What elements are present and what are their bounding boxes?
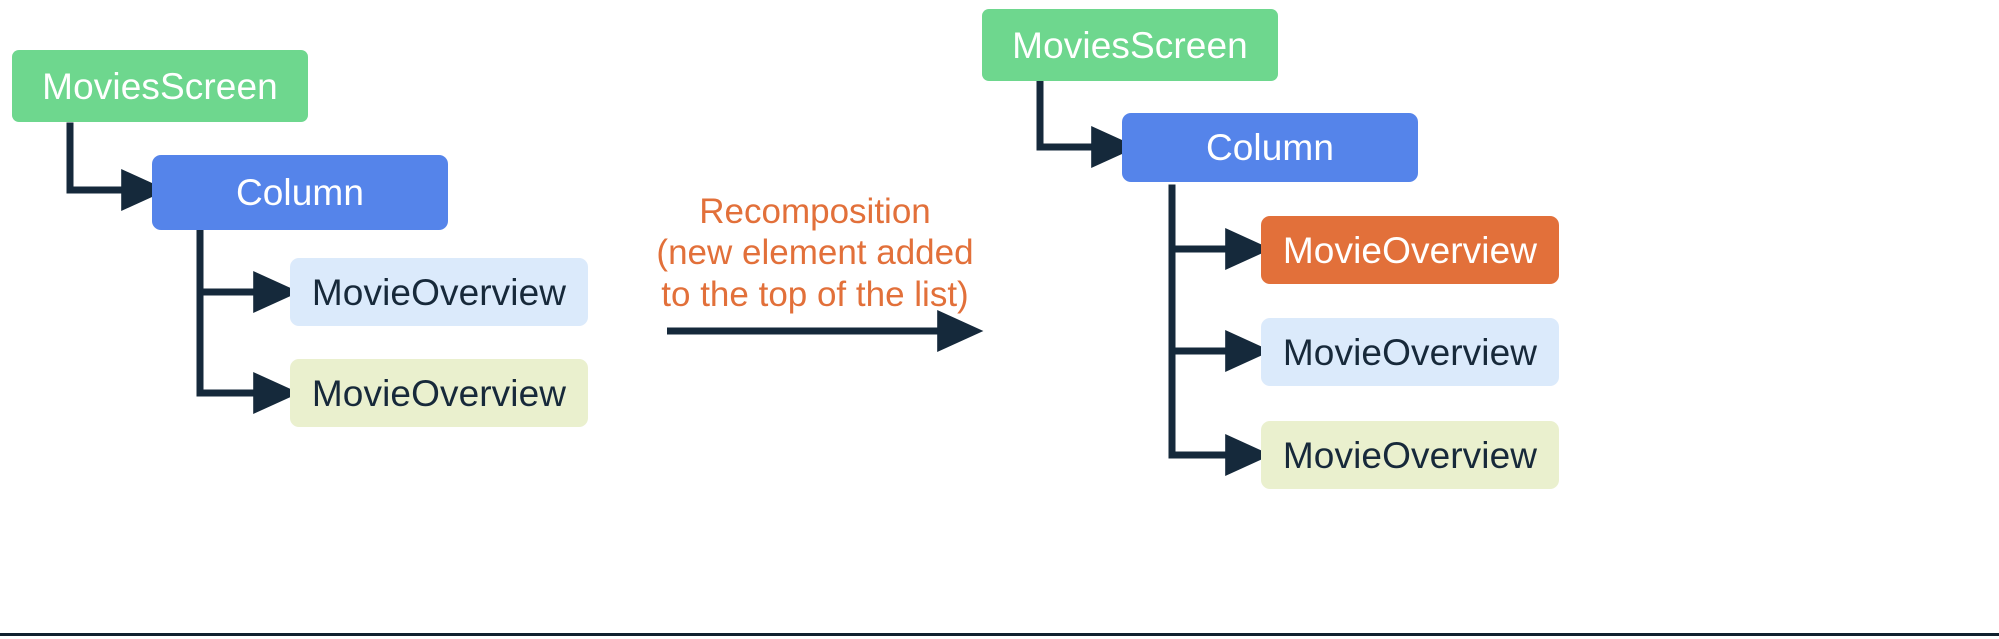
recomposition-caption-line-2: (new element added <box>656 233 974 273</box>
right-node-movie-overview-1[interactable]: MovieOverview <box>1261 216 1559 284</box>
left-node-movie-overview-1[interactable]: MovieOverview <box>290 258 588 326</box>
left-node-movies-screen-label: MoviesScreen <box>42 65 278 107</box>
right-node-movie-overview-3-label: MovieOverview <box>1282 434 1538 476</box>
left-node-movie-overview-2-label: MovieOverview <box>311 372 567 414</box>
right-node-movies-screen-label: MoviesScreen <box>1012 24 1248 66</box>
right-node-movie-overview-2-label: MovieOverview <box>1282 331 1538 373</box>
right-edge-screen-to-column <box>1036 80 1138 168</box>
right-node-column[interactable]: Column <box>1122 113 1418 182</box>
recomposition-caption-line-1: Recomposition <box>699 192 931 231</box>
right-node-movie-overview-3[interactable]: MovieOverview <box>1261 421 1559 489</box>
left-node-movie-overview-2[interactable]: MovieOverview <box>290 359 588 427</box>
recomposition-caption-line-3: to the top of the list) <box>661 274 969 314</box>
right-node-movie-overview-1-label: MovieOverview <box>1282 229 1538 271</box>
left-node-column[interactable]: Column <box>152 155 448 230</box>
left-node-movie-overview-1-label: MovieOverview <box>311 271 567 313</box>
right-edges-column-to-children <box>1168 184 1272 476</box>
left-edges-column-to-children <box>196 226 300 414</box>
left-node-column-label: Column <box>235 172 365 213</box>
recomposition-caption: Recomposition (new element added to the … <box>608 191 1022 315</box>
right-node-movies-screen[interactable]: MoviesScreen <box>982 9 1278 81</box>
bottom-divider <box>0 633 1999 636</box>
right-node-column-label: Column <box>1205 127 1335 168</box>
left-node-movies-screen[interactable]: MoviesScreen <box>12 50 308 122</box>
left-edge-screen-to-column <box>66 122 168 211</box>
right-node-movie-overview-2[interactable]: MovieOverview <box>1261 318 1559 386</box>
